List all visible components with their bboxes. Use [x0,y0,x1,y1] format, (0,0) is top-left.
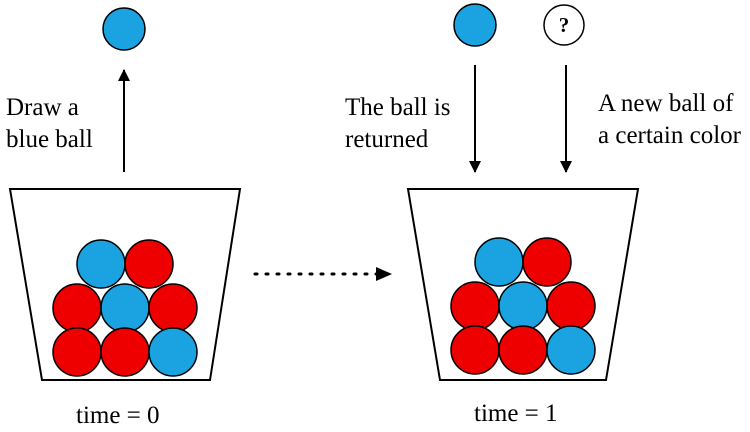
urn-left [8,188,242,381]
red-ball [450,325,500,375]
red-ball [522,237,572,287]
urn-right [406,188,640,381]
right-panel: ? [406,3,640,381]
dotted-arrow-head [376,267,392,281]
time-connector [253,267,392,281]
blue-ball [76,239,126,289]
red-ball [498,325,548,375]
urn-left-balls [52,239,198,377]
red-ball [450,281,500,331]
red-ball [148,283,198,333]
blue-ball [546,325,596,375]
red-ball [546,281,596,331]
blue-ball [498,281,548,331]
time-label-left: time = 0 [76,402,160,429]
red-ball [52,327,102,377]
drawn-ball-left [102,7,146,51]
blue-ball [148,327,198,377]
left-panel [8,7,242,381]
unknown-ball [543,4,585,46]
urn-right-balls [450,237,596,375]
blue-ball [474,237,524,287]
red-ball [124,239,174,289]
returned-ball [453,3,497,47]
time-label-right: time = 1 [474,400,558,427]
red-ball [100,327,150,377]
question-mark: ? [559,13,570,37]
returned-label: The ball is returned [345,94,451,153]
draw-label: Draw a blue ball [6,94,93,153]
red-ball [52,283,102,333]
new-ball-label: A new ball of a certain color [598,90,741,149]
blue-ball [100,283,150,333]
